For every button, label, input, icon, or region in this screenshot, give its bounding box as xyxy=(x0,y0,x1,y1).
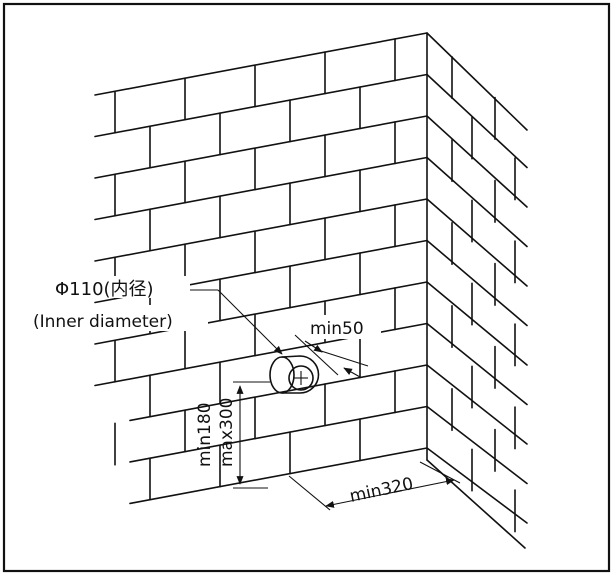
circle-plus-icon xyxy=(288,365,314,391)
min320-dimension xyxy=(288,461,461,511)
diameter-label: Φ110(内径) xyxy=(55,279,154,300)
brick-line xyxy=(426,447,528,524)
diameter-leader xyxy=(188,289,283,355)
brick-line xyxy=(94,156,428,221)
front-brick-wall xyxy=(94,32,428,505)
min180-label: min180 xyxy=(195,402,215,467)
brick-line xyxy=(94,198,428,262)
brick-line xyxy=(94,32,428,96)
brick-line xyxy=(94,115,428,179)
brick-line xyxy=(426,156,528,248)
pipe-hole xyxy=(269,355,320,394)
brick-line xyxy=(426,198,528,287)
min320-label: min320 xyxy=(348,474,415,507)
min50-label: min50 xyxy=(310,319,364,339)
brick-line xyxy=(426,115,528,208)
height-dimension xyxy=(233,381,270,489)
brick-line xyxy=(426,364,528,445)
brick-line xyxy=(426,32,528,131)
brick-line xyxy=(129,447,428,505)
max300-label: max300 xyxy=(217,398,237,468)
brick-line xyxy=(426,405,528,485)
inner-diameter-label: (Inner diameter) xyxy=(33,312,173,332)
brick-line xyxy=(426,239,528,327)
brick-line xyxy=(426,281,528,366)
brick-line xyxy=(426,73,528,169)
brick-line xyxy=(94,73,428,138)
side-brick-wall xyxy=(426,32,528,549)
brick-line xyxy=(129,405,428,463)
min50-dimension xyxy=(294,334,369,378)
brick-line xyxy=(426,322,528,406)
